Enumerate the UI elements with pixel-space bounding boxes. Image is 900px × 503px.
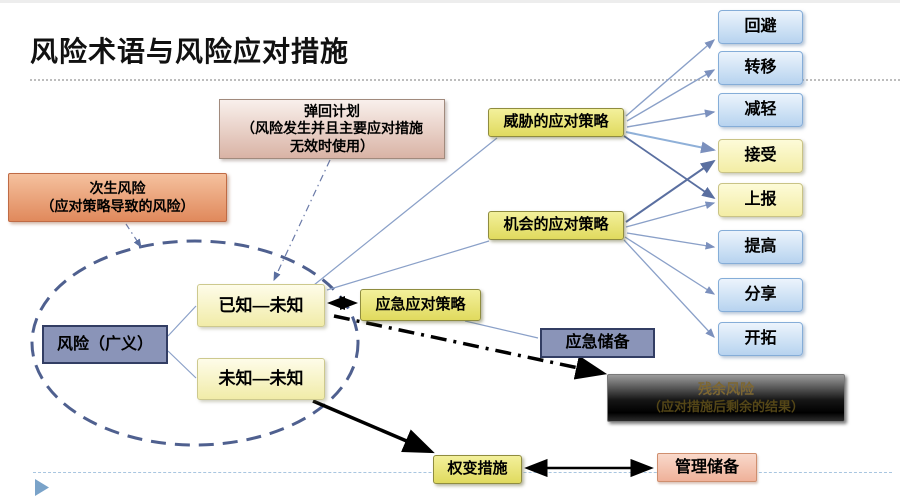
node-contingency-reserve: 应急储备 <box>540 328 655 358</box>
rebound-plan-title: 弹回计划 <box>304 102 360 119</box>
top-strip <box>0 0 900 3</box>
node-response-enhance: 提高 <box>718 230 803 264</box>
connector-threat-avoid <box>625 39 716 117</box>
node-rebound-plan: 弹回计划 （风险发生并且主要应对措施 无效时使用） <box>219 99 445 159</box>
node-response-avoid: 回避 <box>718 10 803 44</box>
connector-risk-known <box>167 305 197 337</box>
connector-threat-transfer <box>626 69 716 122</box>
connector-threat-escalate <box>623 135 716 200</box>
node-response-exploit: 开拓 <box>718 322 803 356</box>
arrow-unknown-workaround <box>312 399 435 454</box>
node-response-share: 分享 <box>718 278 803 312</box>
title-underline <box>30 79 900 81</box>
node-opportunity-strategy: 机会的应对策略 <box>488 211 624 240</box>
page-title: 风险术语与风险应对措施 <box>30 36 350 67</box>
residual-risk-desc: （应对措施后剩余的结果） <box>647 398 804 414</box>
node-response-accept: 接受 <box>718 139 803 173</box>
node-response-transfer: 转移 <box>718 51 803 85</box>
connector-threat-mitigate <box>626 109 716 128</box>
node-unknown-unknown: 未知—未知 <box>197 358 325 400</box>
connector-known-threat <box>313 137 498 286</box>
connector-contingent-reserve <box>464 320 539 339</box>
risk-universe-ellipse <box>30 239 360 447</box>
footer-triangle-icon <box>35 479 49 496</box>
secondary-risk-title: 次生风险 <box>89 180 146 196</box>
connector-threat-accept <box>625 131 716 154</box>
rebound-plan-desc-2: 无效时使用） <box>290 137 374 154</box>
node-residual-risk: 残余风险 （应对措施后剩余的结果） <box>607 374 845 422</box>
node-response-mitigate: 减轻 <box>718 93 803 127</box>
connector-opportunity-accept <box>625 159 716 223</box>
connector-opportunity-enhance <box>626 232 716 250</box>
connector-rebound-known <box>273 159 331 282</box>
connector-opportunity-share <box>624 236 716 295</box>
node-response-escalate: 上报 <box>718 183 803 217</box>
node-threat-strategy: 威胁的应对策略 <box>488 108 624 137</box>
node-known-unknown: 已知—未知 <box>197 284 325 327</box>
connector-risk-unknown <box>167 350 197 379</box>
arrow-known-residual <box>333 314 608 380</box>
residual-risk-title: 残余风险 <box>698 381 754 398</box>
node-management-reserve: 管理储备 <box>657 453 757 482</box>
node-risk-broad: 风险（广义） <box>42 325 168 364</box>
node-workaround: 权变措施 <box>433 455 522 484</box>
connector-opportunity-escalate <box>625 201 716 228</box>
connector-known-opportunity <box>326 240 490 291</box>
connector-opportunity-exploit <box>623 239 715 338</box>
rebound-plan-desc-1: （风险发生并且主要应对措施 <box>241 120 423 137</box>
node-contingent-response-strategy: 应急应对策略 <box>360 289 481 321</box>
secondary-risk-desc: （应对策略导致的风险） <box>40 197 195 214</box>
connector-secondary-ellipse <box>125 223 142 249</box>
node-secondary-risk: 次生风险 （应对策略导致的风险） <box>8 173 227 222</box>
